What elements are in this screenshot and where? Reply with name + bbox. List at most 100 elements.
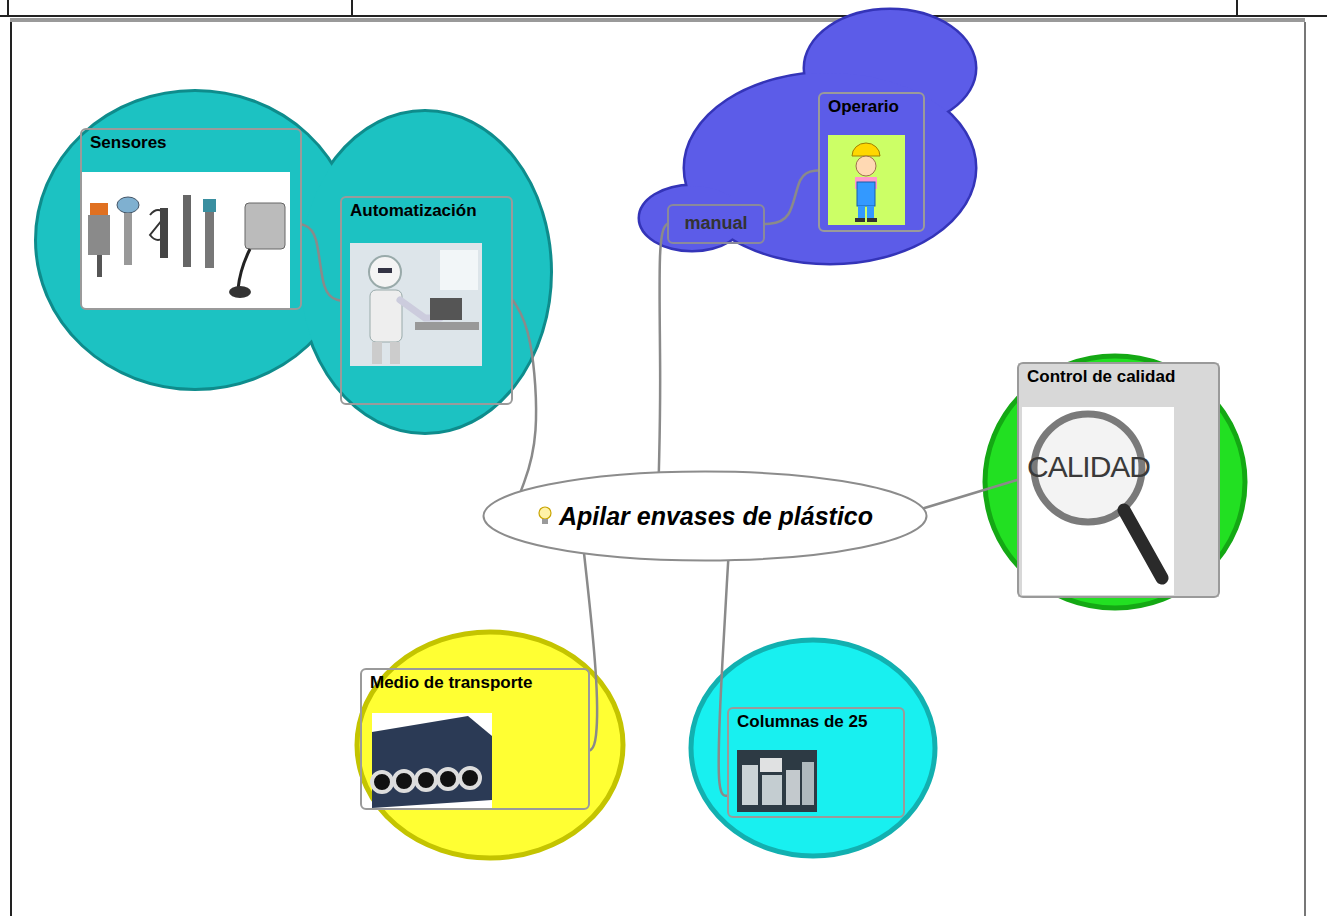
cyan-bubble <box>691 640 935 856</box>
robot-picture <box>350 243 482 366</box>
shoe <box>867 218 877 222</box>
teal-cloud <box>37 92 550 432</box>
sensor-part <box>205 212 214 268</box>
cups-picture <box>737 750 817 812</box>
central-topic: Apilar envases de plástico <box>482 470 928 562</box>
sensor-part <box>97 255 102 277</box>
node-text: Control de calidad <box>1027 367 1175 387</box>
cup <box>786 770 800 805</box>
branch-connector <box>584 554 597 751</box>
node-text: Medio de transporte <box>370 673 532 693</box>
frame-bar <box>10 18 1305 22</box>
handle <box>1124 510 1162 578</box>
picture-ground <box>82 172 290 308</box>
branch-connector <box>659 224 667 472</box>
central-ellipse <box>483 472 926 561</box>
frame-line <box>7 0 9 16</box>
green-bubble <box>985 356 1245 608</box>
leg <box>867 206 874 218</box>
sensor-part <box>245 203 285 249</box>
robot-leg <box>390 342 400 364</box>
topic-box: Columnas de 25 <box>727 707 905 818</box>
sensor-part <box>117 197 139 213</box>
cloud-outline <box>640 186 744 250</box>
cup <box>760 758 782 772</box>
cup <box>762 775 782 805</box>
desk <box>415 322 479 330</box>
cloud-fill <box>640 186 744 250</box>
sensor-part <box>88 215 110 255</box>
node-text: manual <box>684 213 747 235</box>
topic-box: Operario <box>818 92 925 232</box>
branch-label-box: manual <box>667 204 765 244</box>
bulb-glass <box>539 507 551 519</box>
sensor-part <box>183 195 191 267</box>
helmet <box>852 143 880 156</box>
window <box>440 250 478 290</box>
shoe <box>855 218 865 222</box>
worker-picture <box>828 135 905 225</box>
sensor-part <box>90 203 108 215</box>
picture-word: CALIDAD <box>1027 450 1150 484</box>
robot-eye <box>378 268 392 273</box>
face <box>856 156 876 176</box>
topic-box: Control de calidad <box>1017 362 1220 598</box>
node-text: Apilar envases de plástico <box>559 501 873 531</box>
picture-ground <box>737 750 817 812</box>
cup <box>802 762 814 805</box>
sensor-part <box>203 199 216 212</box>
robot-body <box>370 290 402 342</box>
branch-connector <box>719 561 729 796</box>
frame-line <box>10 22 12 916</box>
topic-box: Sensores <box>80 128 302 310</box>
sensor-cable <box>238 249 250 289</box>
frame-line <box>1304 22 1306 916</box>
yellow-bubble <box>357 632 623 858</box>
roller <box>394 771 414 791</box>
belt <box>372 716 492 808</box>
branch-connector <box>302 224 340 300</box>
overalls <box>857 182 875 206</box>
roller <box>416 770 436 790</box>
topic-box: Medio de transporte <box>360 668 590 810</box>
bulb-base <box>542 519 548 524</box>
lightbulb-icon <box>539 507 551 524</box>
sensors-picture <box>82 172 290 308</box>
magnifier-picture <box>1022 407 1174 595</box>
frame-line <box>351 0 353 16</box>
conveyor-picture <box>372 713 492 808</box>
ellipse-outline <box>482 470 928 562</box>
branch-connector <box>513 301 536 491</box>
roller <box>438 769 458 789</box>
picture-ground <box>372 713 492 808</box>
roller <box>460 768 480 788</box>
sensor-part <box>229 286 251 298</box>
sensor-part <box>160 208 168 258</box>
laptop <box>430 298 462 320</box>
cloud-outline <box>300 112 550 432</box>
sensor-part <box>124 213 132 265</box>
box-ground <box>1018 363 1219 597</box>
cloud-fill <box>300 112 550 432</box>
topic-box: Automatización <box>340 196 513 405</box>
node-text: Columnas de 25 <box>737 712 867 732</box>
frame-line <box>1236 0 1238 16</box>
node-text: Sensores <box>90 133 167 153</box>
frame-line <box>0 15 1327 17</box>
picture-ground <box>1022 407 1174 595</box>
node-text: Operario <box>828 97 899 117</box>
picture-ground <box>350 243 482 366</box>
node-text: Automatización <box>350 201 477 221</box>
robot-head <box>369 256 401 288</box>
picture-ground <box>828 135 905 225</box>
branch-connector <box>765 170 818 224</box>
leg <box>858 206 865 218</box>
cup <box>742 765 758 805</box>
roller <box>372 772 392 792</box>
robot-leg <box>372 342 382 364</box>
branch-connector <box>924 480 1017 508</box>
blue-cloud <box>640 10 975 263</box>
